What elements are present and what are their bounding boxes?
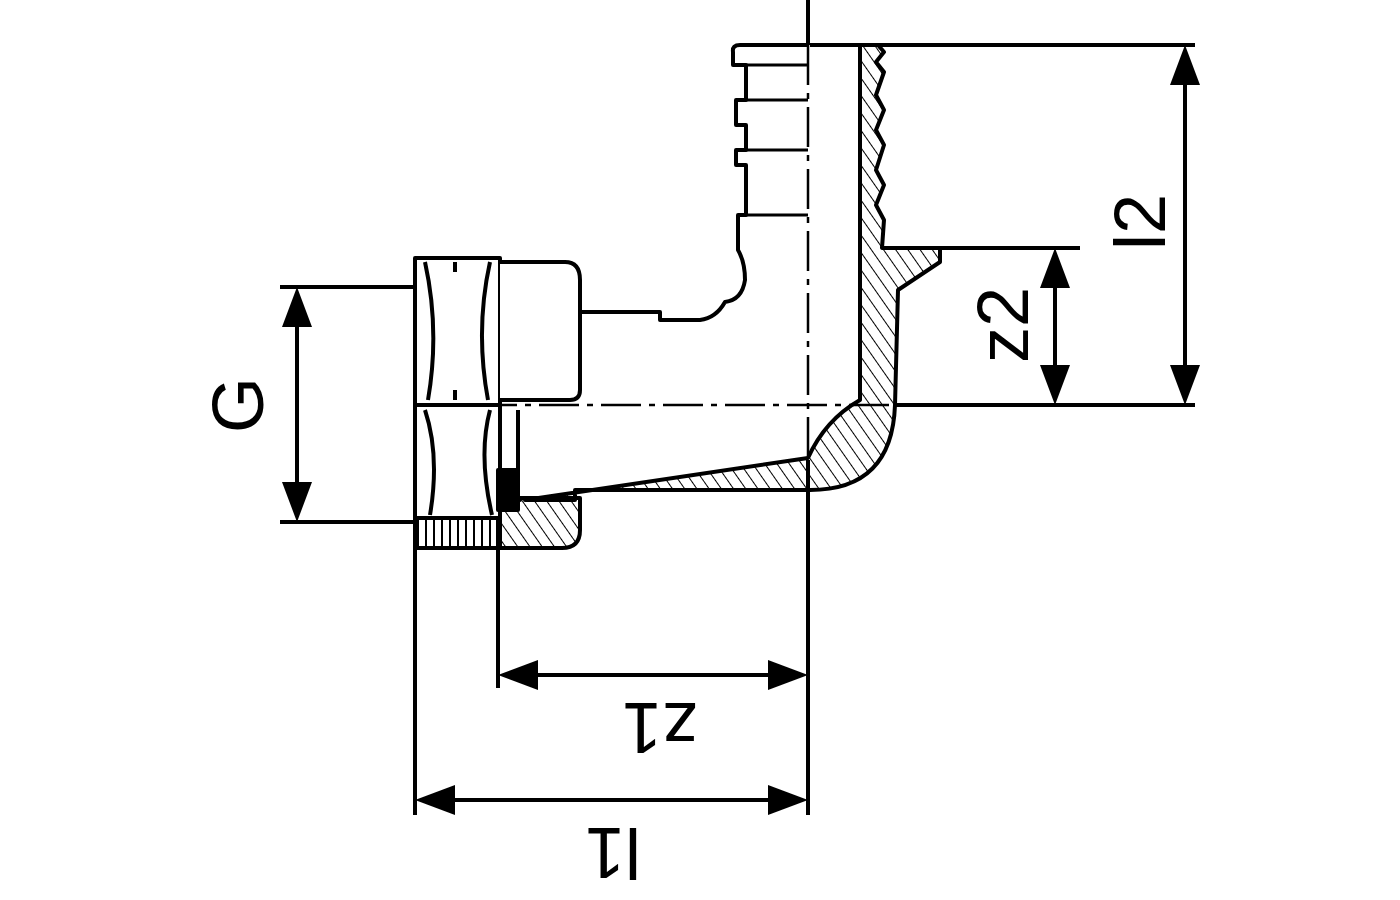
dimension-label: z1: [622, 692, 698, 764]
dimension-label: l2: [1104, 194, 1176, 250]
dimension-label: z2: [967, 287, 1039, 363]
fitting-body: [415, 0, 940, 815]
dimension-lines: [280, 45, 1200, 815]
dimension-label: l1: [585, 817, 641, 889]
dimension-label: G: [202, 377, 274, 433]
